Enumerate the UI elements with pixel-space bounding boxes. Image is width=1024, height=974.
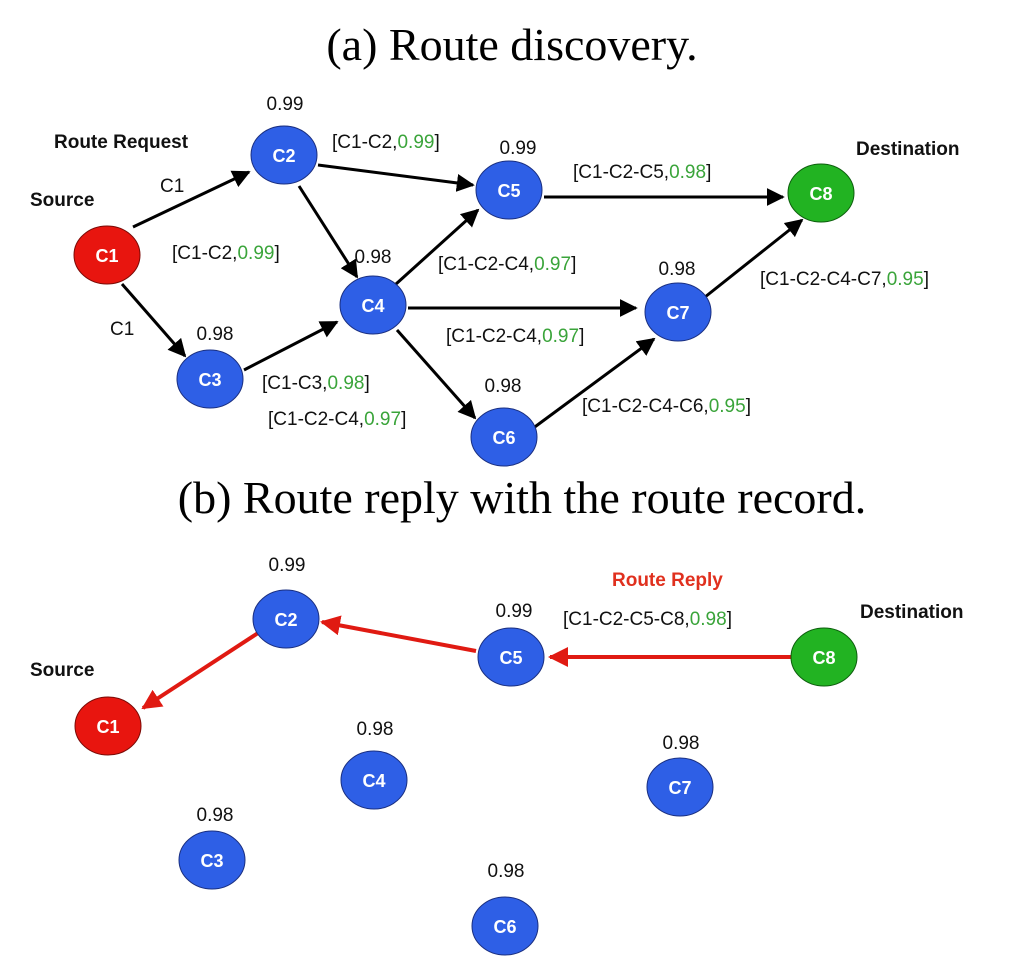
edge-c4-c5 <box>394 208 480 286</box>
node-c7-a: C7 <box>644 282 712 342</box>
caption-b: (b) Route reply with the route record. <box>178 472 867 523</box>
node-c3-a: C3 <box>176 349 244 409</box>
node-c1-b: C1 <box>74 696 142 756</box>
reliability-c5-b: 0.99 <box>496 601 533 622</box>
reliability-c7-a: 0.98 <box>659 259 696 280</box>
edge-reply-c2-c1 <box>141 631 260 710</box>
node-c5-a: C5 <box>475 160 543 220</box>
svg-text:C6: C6 <box>493 917 516 937</box>
source-label-a: Source <box>30 190 94 211</box>
edges-b <box>141 615 793 710</box>
reliability-c2-a: 0.99 <box>267 94 304 115</box>
edge-c4-c6 <box>395 329 477 420</box>
reliability-c2-b: 0.99 <box>269 555 306 576</box>
reliability-c6-b: 0.98 <box>488 861 525 882</box>
edge-c2-c5 <box>317 163 475 192</box>
edge-label-c4-c5: [C1-C2-C4,0.97] <box>438 254 576 275</box>
node-c2-b: C2 <box>252 589 320 649</box>
node-c5-label: C5 <box>497 181 520 201</box>
edge-c1-c2 <box>132 170 251 229</box>
node-c4-a: C4 <box>339 275 407 335</box>
edge-label-c4-c6: [C1-C2-C4,0.97] <box>268 409 406 430</box>
node-c4-b: C4 <box>340 750 408 810</box>
node-c2-a: C2 <box>250 125 318 185</box>
node-c8-b: C8 <box>790 627 858 687</box>
node-c1-a: C1 <box>73 225 141 285</box>
edge-c6-c7 <box>531 337 656 431</box>
node-c1-label: C1 <box>95 246 118 266</box>
destination-label-b: Destination <box>860 602 963 623</box>
node-c5-b: C5 <box>477 627 545 687</box>
edge-c3-c4 <box>243 320 339 372</box>
edge-label-c2-c4: [C1-C2,0.99] <box>172 243 280 264</box>
edge-reply-c5-c2 <box>320 615 477 653</box>
edge-label-c6-c7: [C1-C2-C4-C6,0.95] <box>582 396 751 417</box>
node-c3-b: C3 <box>178 830 246 890</box>
svg-text:C1: C1 <box>96 717 119 737</box>
node-c8-label: C8 <box>809 184 832 204</box>
edge-c1-c3 <box>120 283 187 358</box>
svg-text:C8: C8 <box>812 648 835 668</box>
edge-c2-c4 <box>297 185 359 279</box>
node-c7-b: C7 <box>646 757 714 817</box>
route-request-label: Route Request <box>54 132 189 153</box>
svg-text:C2: C2 <box>274 610 297 630</box>
caption-a: (a) Route discovery. <box>326 19 697 70</box>
svg-text:C3: C3 <box>200 851 223 871</box>
edge-label-c5-c8: [C1-C2-C5,0.98] <box>573 162 711 183</box>
edge-label-c3-c4: [C1-C3,0.98] <box>262 373 370 394</box>
node-c7-label: C7 <box>666 303 689 323</box>
svg-text:C7: C7 <box>668 778 691 798</box>
edge-label-c2-c5: [C1-C2,0.99] <box>332 132 440 153</box>
edge-label-c4-c7: [C1-C2-C4,0.97] <box>446 326 584 347</box>
reliability-c3-b: 0.98 <box>197 805 234 826</box>
svg-text:C4: C4 <box>362 771 385 791</box>
reliability-c4-a: 0.98 <box>355 247 392 268</box>
reliability-c4-b: 0.98 <box>357 719 394 740</box>
svg-text:C5: C5 <box>499 648 522 668</box>
reliability-c7-b: 0.98 <box>663 733 700 754</box>
edge-c7-c8 <box>704 218 804 299</box>
edge-label-c1-c3: C1 <box>110 319 134 340</box>
edge-label-reply-c8-c5: [C1-C2-C5-C8,0.98] <box>563 609 732 630</box>
source-label-b: Source <box>30 660 94 681</box>
reliability-c3-a: 0.98 <box>197 324 234 345</box>
reliability-c6-a: 0.98 <box>485 376 522 397</box>
node-c6-b: C6 <box>471 896 539 956</box>
destination-label-a: Destination <box>856 139 959 160</box>
route-reply-label: Route Reply <box>612 570 723 591</box>
node-c3-label: C3 <box>198 370 221 390</box>
node-c2-label: C2 <box>272 146 295 166</box>
reliability-c5-a: 0.99 <box>500 138 537 159</box>
node-c4-label: C4 <box>361 296 384 316</box>
node-c6-label: C6 <box>492 428 515 448</box>
edge-label-c7-c8: [C1-C2-C4-C7,0.95] <box>760 269 929 290</box>
edge-label-c1-c2: C1 <box>160 176 184 197</box>
edges-a <box>120 163 804 431</box>
node-c6-a: C6 <box>470 407 538 467</box>
node-c8-a: C8 <box>787 163 855 223</box>
